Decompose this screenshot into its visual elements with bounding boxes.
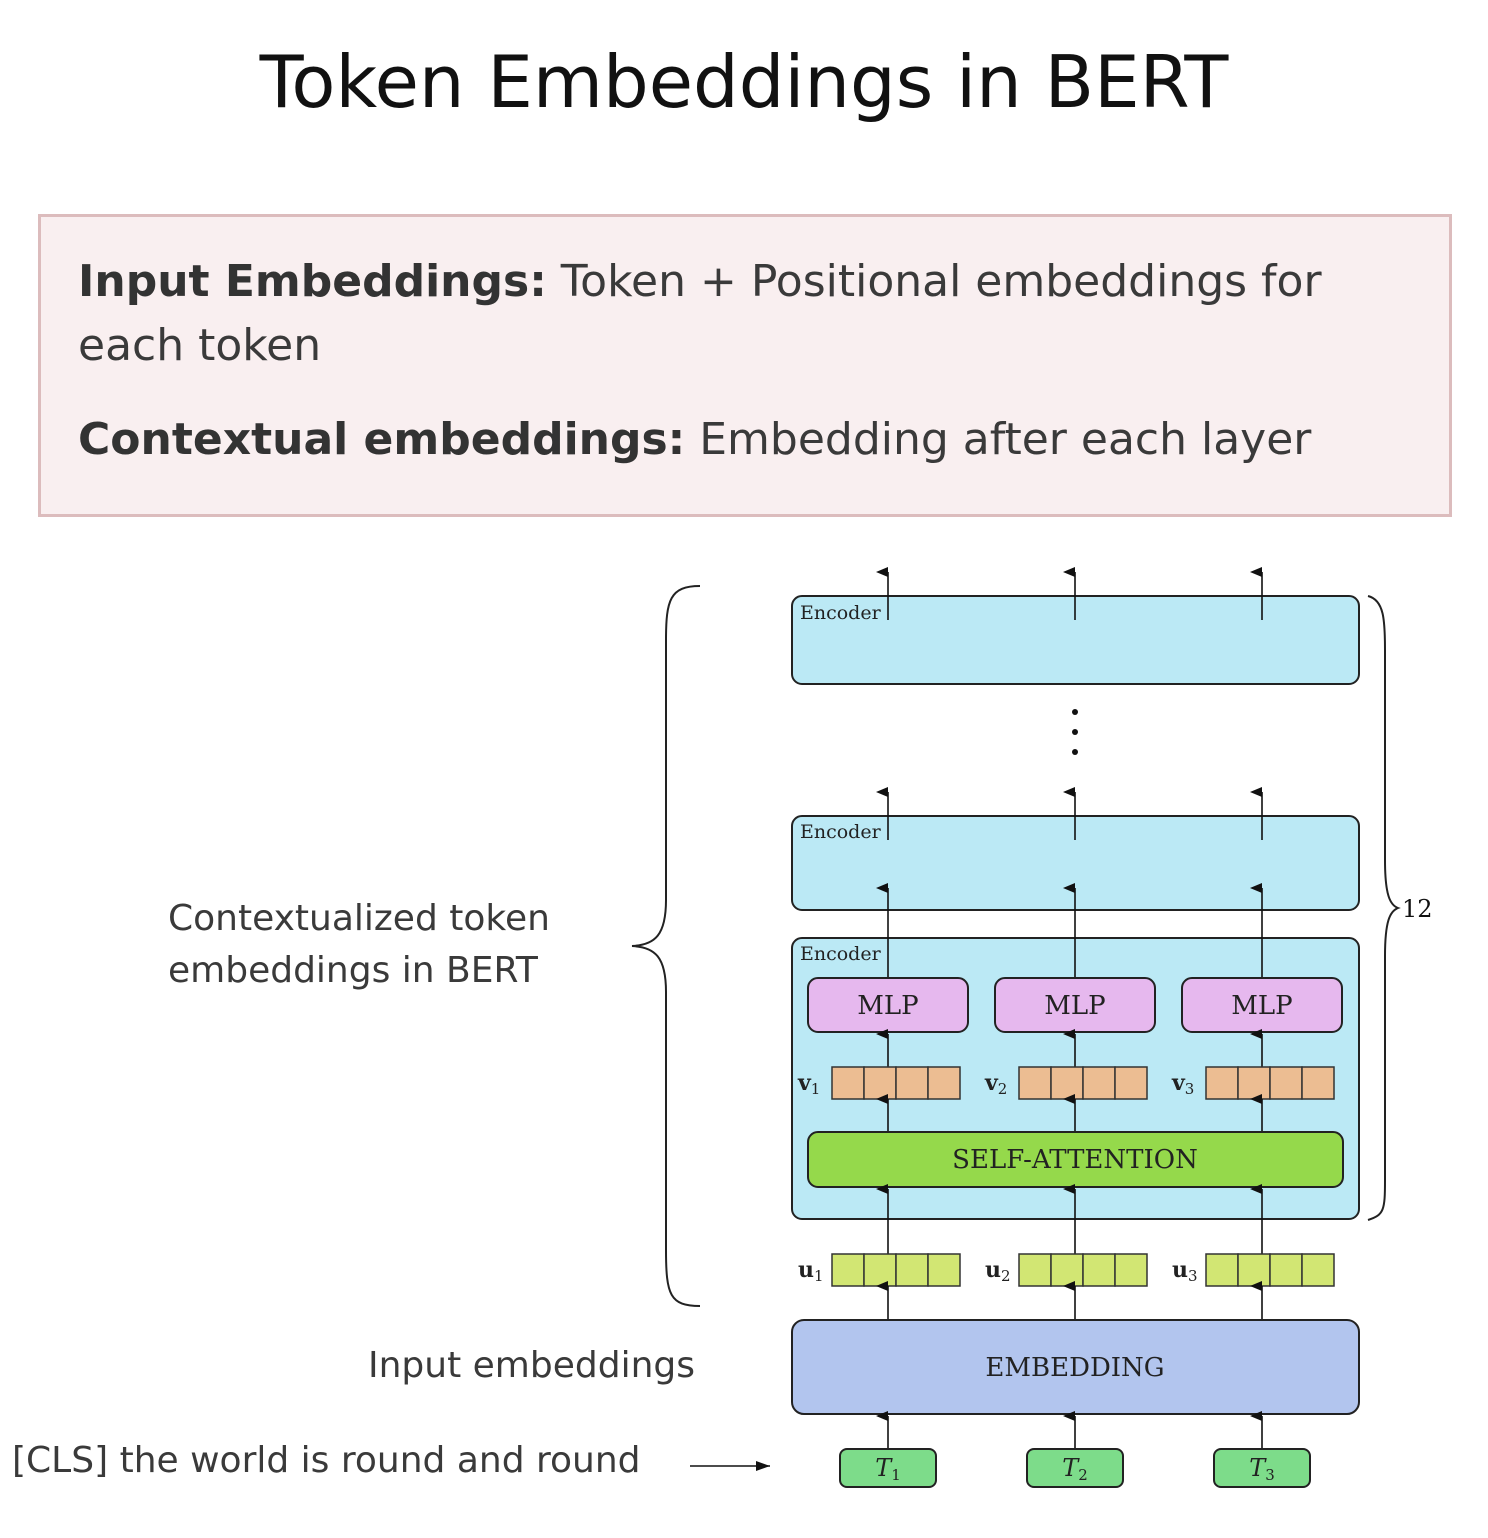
token-label: T1 [875,1454,901,1484]
token-box [1026,1448,1124,1488]
v-vector-label: v2 [984,1070,1007,1098]
token-2: T2 [1026,1448,1124,1488]
definition-contextual-embeddings: Contextual embeddings: Embedding after e… [78,408,1311,472]
vector-cell [1237,1253,1271,1287]
encoder-top-output-arrows [876,567,1263,620]
v-vector-label: v3 [1171,1070,1194,1098]
definition-text: Embedding after each layer [685,414,1312,465]
token-1: T1 [839,1448,937,1488]
vector-cell [1205,1066,1239,1100]
right-brace-12-layers [1367,595,1401,1221]
vector-cell [831,1066,865,1100]
v-vector-3: v3 [1171,1066,1335,1100]
vector-cell [895,1066,929,1100]
tokens: T1 T2 T3 [839,1448,1311,1488]
v-to-mlp-arrows [876,1029,1263,1067]
encoder-label: Encoder [800,602,882,624]
vector-cell [863,1253,897,1287]
v-vector-1: v1 [797,1066,961,1100]
attention-to-v-arrows [876,1094,1263,1132]
definition-term: Contextual embeddings: [78,414,686,465]
vector-cell [1050,1253,1084,1287]
mlp-box-1 [807,977,969,1033]
mlp-box-3 [1181,977,1343,1033]
layer-count: 12 [1402,895,1433,923]
v-vector-label: v1 [797,1070,820,1098]
v-vectors: v1 v2 v3 [797,1066,1335,1100]
embedding-to-u-arrows [876,1281,1263,1320]
vector-cell [1018,1253,1052,1287]
slide-title: Token Embeddings in BERT [259,40,1229,124]
definition-box [38,214,1452,517]
vector-cell [927,1253,961,1287]
definition-text: Token + Positional embeddings for each t… [78,256,1322,371]
vector-cell [1114,1253,1148,1287]
token-3: T3 [1213,1448,1311,1488]
vector-cell [1050,1066,1084,1100]
self-attention-box [807,1131,1344,1188]
vector-cell [1205,1253,1239,1287]
u-vector-label: u2 [985,1257,1011,1285]
token-label: T3 [1249,1454,1275,1484]
u-vector-label: u3 [1172,1257,1198,1285]
vector-cell [1082,1253,1116,1287]
encoder-label: Encoder [800,821,882,843]
vector-cell [895,1253,929,1287]
token-box [839,1448,937,1488]
mlp-box-2 [994,977,1156,1033]
u-vector-1: u1 [798,1253,961,1287]
encoder-label: Encoder [800,943,882,965]
left-brace [631,585,701,1307]
u-vector-2: u2 [985,1253,1148,1287]
embedding-label: EMBEDDING [985,1353,1164,1383]
definition-input-embeddings: Input Embeddings: Token + Positional emb… [78,250,1418,378]
definition-term: Input Embeddings: [78,256,547,307]
vector-cell [1082,1066,1116,1100]
vector-cell [863,1066,897,1100]
u-to-attention-arrows [876,1184,1263,1254]
encoder-middle-arrows [876,787,1263,840]
vector-cell [1114,1066,1148,1100]
vector-cell [1018,1066,1052,1100]
vector-cell [1301,1066,1335,1100]
input-embeddings-label: Input embeddings [368,1345,696,1386]
vector-cell [1237,1066,1271,1100]
contextualized-label-line1: Contextualized token [168,898,550,939]
vector-cell [1269,1066,1303,1100]
vector-cell [1269,1253,1303,1287]
ellipsis-icon [1072,709,1078,755]
token-to-embedding-arrows [876,1411,1263,1449]
v-vector-2: v2 [984,1066,1148,1100]
vector-cell [831,1253,865,1287]
token-box [1213,1448,1311,1488]
mlp-to-encoder-arrows [876,883,1263,978]
u-vectors: u1 u2 u3 [798,1253,1335,1287]
vector-cell [1301,1253,1335,1287]
contextualized-label-line2: embeddings in BERT [168,950,538,991]
self-attention-label: SELF-ATTENTION [952,1145,1198,1175]
u-vector-3: u3 [1172,1253,1335,1287]
mlp-label: MLP [857,991,918,1021]
token-label: T2 [1062,1454,1088,1484]
mlp-label: MLP [1044,991,1105,1021]
embedding-box [791,1319,1360,1415]
input-sentence: [CLS] the world is round and round [12,1440,641,1481]
vector-cell [927,1066,961,1100]
u-vector-label: u1 [798,1257,824,1285]
mlp-label: MLP [1231,991,1292,1021]
